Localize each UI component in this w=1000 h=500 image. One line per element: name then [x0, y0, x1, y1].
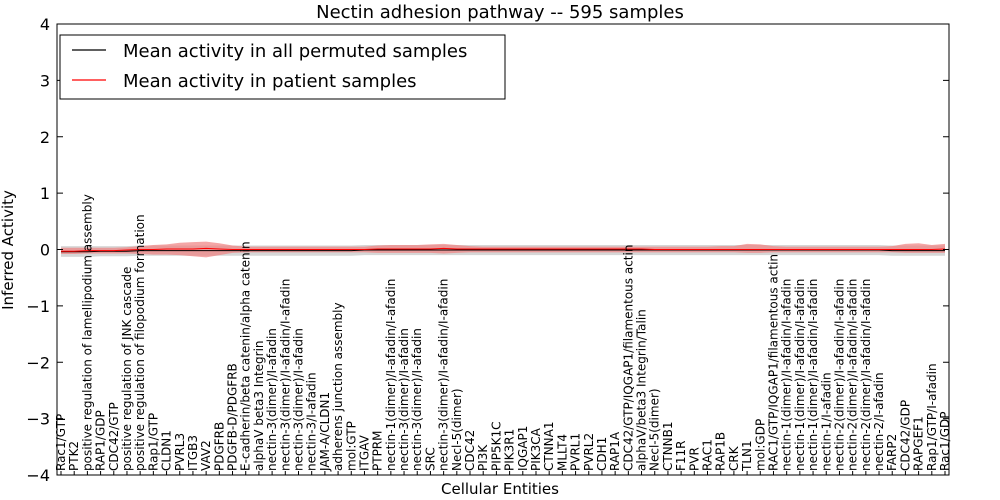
x-category-label: RAPGEF1: [912, 416, 926, 471]
x-category-label: nectin-1/I-afadin: [819, 372, 833, 471]
x-axis-title: Cellular Entities: [441, 480, 559, 498]
x-category-label: JAM-A/CLDN1: [318, 392, 332, 472]
x-category-label: CTNNB1: [661, 421, 675, 471]
x-category-label: CDC42: [463, 430, 477, 471]
y-tick-label: 2: [40, 128, 50, 147]
x-category-label: PVRL1: [569, 433, 583, 471]
x-category-label: PVRL3: [173, 433, 187, 471]
x-category-label: nectin-3(dimer)/I-afadin: [397, 328, 411, 471]
x-category-label: nectin-2/I-afadin: [872, 372, 886, 471]
x-category-label: SRC: [423, 447, 437, 471]
x-category-label: CDC42/GTP: [107, 402, 121, 471]
x-category-label: Rac1/GDP: [938, 412, 952, 471]
y-tick-label: 1: [40, 184, 50, 203]
x-category-label: PTPRM: [371, 431, 385, 472]
y-tick-label: −2: [26, 353, 50, 372]
x-category-label: VAV2: [199, 440, 213, 471]
x-category-label: nectin-3(dimer)/I-afadin/I-afadin: [437, 279, 451, 471]
x-category-label: alphaV/beta3 Integrin/Talin: [635, 309, 649, 471]
legend-box: [59, 34, 506, 100]
chart-title: Nectin adhesion pathway -- 595 samples: [316, 2, 684, 23]
series-lines: [61, 247, 946, 253]
x-category-label: CRK: [727, 445, 741, 471]
x-category-label: MLLT4: [555, 434, 569, 471]
y-tick-label: −3: [26, 410, 50, 429]
x-category-label: positive regulation of lamellipodium ass…: [80, 194, 94, 471]
confidence-bands: [61, 241, 945, 258]
x-category-label: E-cadherin/beta catenin/alpha catenin: [239, 241, 253, 471]
y-tick-label: 0: [40, 241, 50, 260]
x-category-label: F11R: [674, 440, 688, 471]
x-category-label: RAP1A: [608, 431, 622, 471]
x-category-label: nectin-2(dimer)/I-afadin/I-afadin: [832, 279, 846, 471]
x-category-label: PI3K: [476, 444, 490, 471]
x-category-label: Necl-5(dimer): [648, 388, 662, 471]
x-category-label: TLN1: [740, 440, 754, 472]
line-permuted: [61, 249, 945, 253]
x-category-label: nectin-3(dimer)/I-afadin: [265, 328, 279, 471]
x-category-label: nectin-3/I-afadin: [305, 372, 319, 471]
x-category-label: mol:GTP: [344, 421, 358, 471]
x-category-label: CLDN1: [160, 430, 174, 471]
x-category-label: RAP1B: [714, 432, 728, 471]
x-category-label: PDGFRB: [212, 422, 226, 471]
x-category-label: mol:GDP: [753, 419, 767, 471]
x-category-label: CTNNA1: [542, 421, 556, 471]
x-category-label: nectin-3(dimer)/I-afadin: [291, 328, 305, 471]
x-category-label: CDC42/GDP: [898, 400, 912, 471]
x-category-label: nectin-1(dimer)/I-afadin/I-afadin: [384, 279, 398, 471]
x-category-label: positive regulation of filopodium format…: [133, 214, 147, 471]
y-axis-title: Inferred Activity: [0, 190, 17, 310]
x-category-label: Rap1/GTP: [146, 413, 160, 471]
x-category-label: PTK2: [67, 441, 81, 471]
x-category-label: nectin-1(dimer)/I-afadin/I-afadin: [806, 279, 820, 471]
x-category-label: CDC42/GTP/IQGAP1/filamentous actin: [621, 245, 635, 471]
x-category-label: PIK3R1: [503, 429, 517, 471]
x-category-label: CDH1: [595, 437, 609, 471]
x-category-label: IQGAP1: [516, 426, 530, 471]
x-category-label: alphaV beta3 Integrin: [252, 340, 266, 471]
x-category-label: Rac1/GTP: [54, 414, 68, 471]
x-category-label: positive regulation of JNK cascade: [120, 267, 134, 471]
x-category-label: Rap1/GTP/I-afadin: [925, 363, 939, 471]
x-category-label: nectin-2(dimer)/I-afadin/I-afadin: [846, 279, 860, 471]
y-axis: −4 −3 −2 −1 0 1 2 3 4: [26, 15, 949, 485]
legend: Mean activity in all permuted samples Me…: [59, 34, 506, 100]
x-category-label: PIK3CA: [529, 427, 543, 471]
x-category-label: nectin-3(dimer)/I-afadin: [410, 328, 424, 471]
x-category-label: ITGAV: [357, 434, 371, 471]
y-tick-label: 3: [40, 71, 50, 90]
x-category-label: PDGFB-D/PDGFRB: [226, 363, 240, 471]
x-category-label: adherens junction assembly: [331, 302, 345, 471]
x-category-label: nectin-3(dimer)/I-afadin/I-afadin: [278, 279, 292, 471]
line-patient: [61, 247, 946, 252]
x-category-label: ITGB3: [186, 435, 200, 471]
band-patient: [61, 241, 945, 258]
x-category-label: RAC1: [701, 439, 715, 471]
x-category-label: nectin-1(dimer)/I-afadin/I-afadin: [780, 279, 794, 471]
legend-label-patient: Mean activity in patient samples: [123, 71, 417, 92]
y-tick-label: −4: [26, 466, 50, 485]
x-category-label: RAP1/GDP: [94, 410, 108, 471]
x-category-label: RAC1/GTP/IQGAP1/filamentous actin: [766, 254, 780, 471]
x-category-label: Necl-5(dimer): [450, 388, 464, 471]
x-category-label: FARP2: [885, 434, 899, 471]
x-category-label: nectin-2(dimer)/I-afadin/I-afadin: [859, 279, 873, 471]
x-category-label: PVRL2: [582, 433, 596, 471]
x-category-label: nectin-1(dimer)/I-afadin/I-afadin: [793, 279, 807, 471]
y-tick-label: −1: [26, 297, 50, 316]
legend-label-permuted: Mean activity in all permuted samples: [123, 41, 467, 62]
x-category-label: PVR: [687, 447, 701, 471]
y-tick-label: 4: [40, 15, 50, 34]
x-category-label: PIP5K1C: [489, 421, 503, 471]
